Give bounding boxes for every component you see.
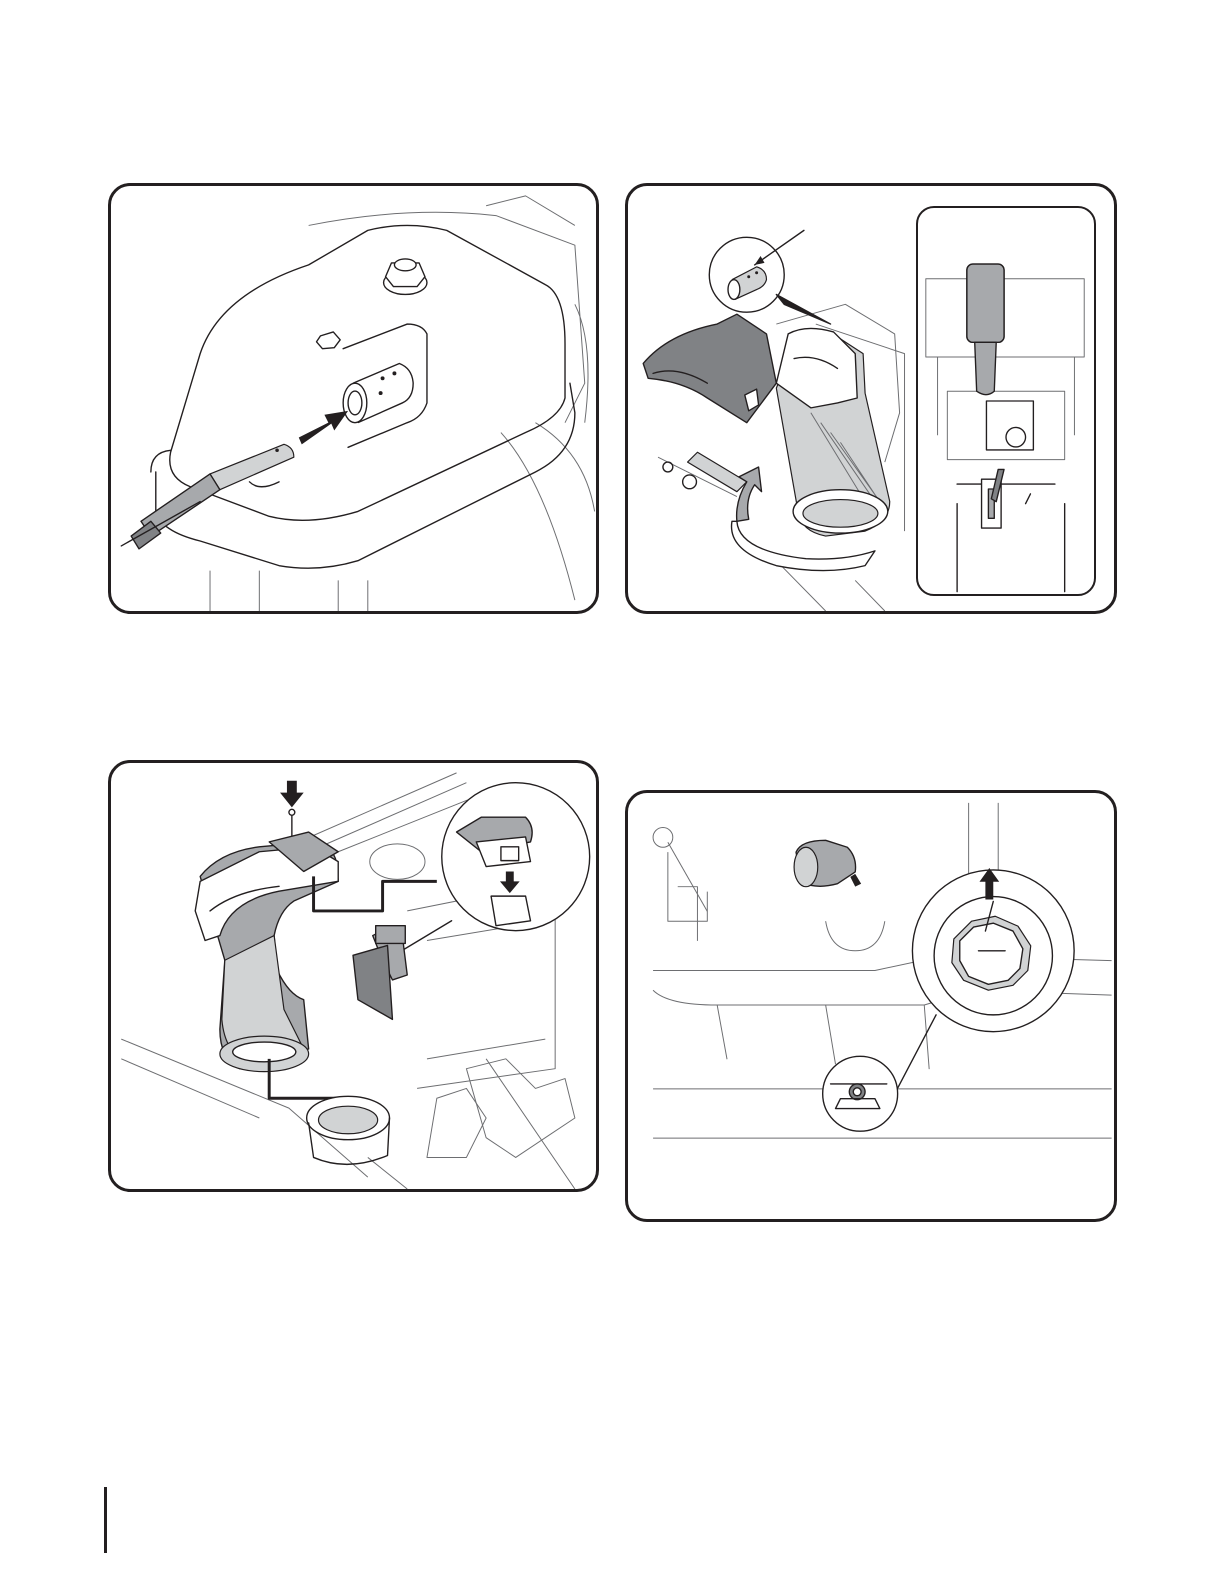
chute-control-inset-illustration xyxy=(918,208,1094,594)
figure-chute-mounting xyxy=(108,760,599,1192)
figure-chute-rotation xyxy=(625,183,1117,614)
figure-dash-knob xyxy=(625,790,1117,1222)
chute-control-inset xyxy=(916,206,1096,596)
dash-knob-illustration xyxy=(628,793,1114,1219)
figure-rod-coupler xyxy=(108,183,599,614)
chute-mounting-illustration xyxy=(111,763,596,1189)
rod-coupler-illustration xyxy=(111,186,596,611)
page-margin-rule xyxy=(104,1487,107,1553)
